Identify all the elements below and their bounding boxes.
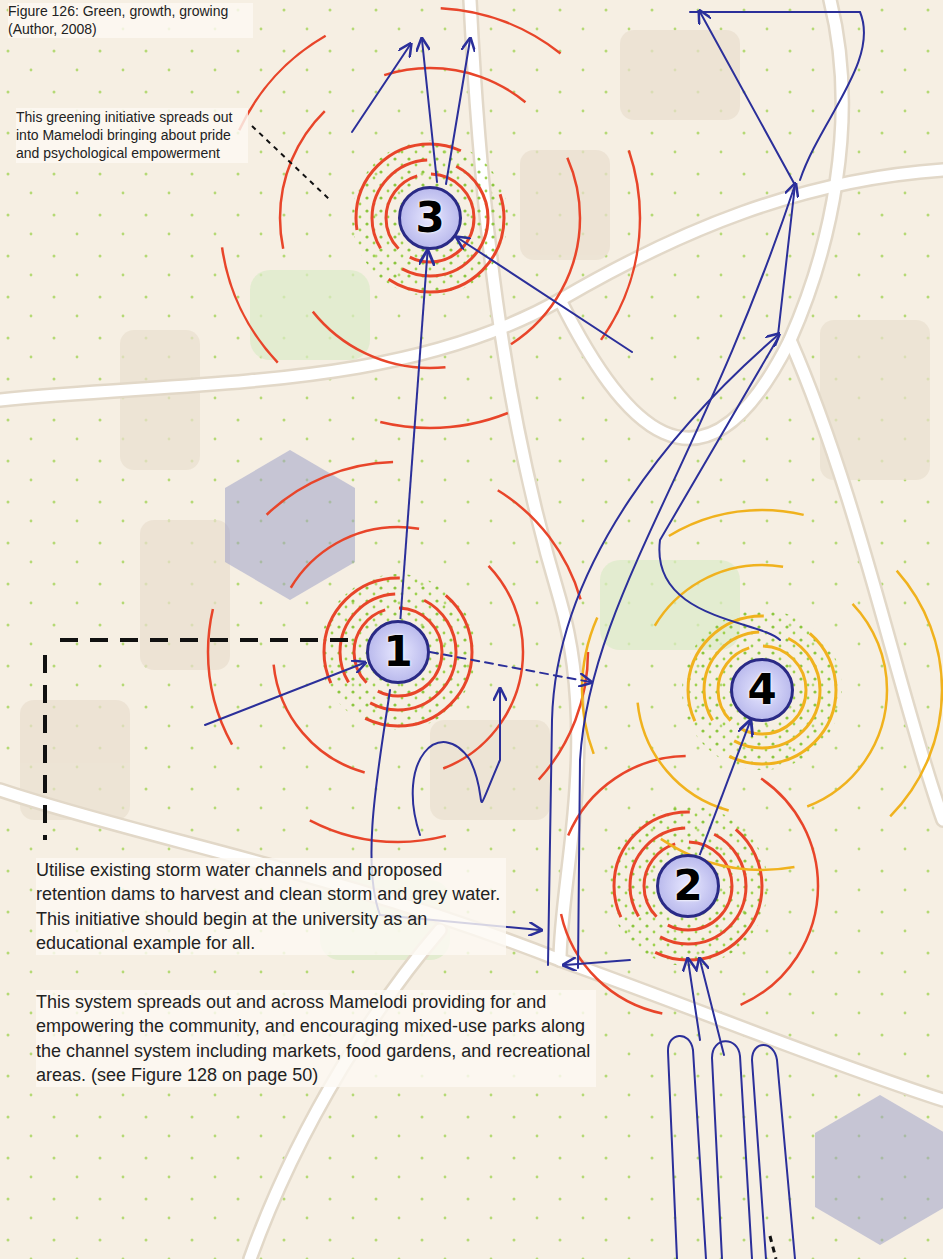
figure-caption: Figure 126: Green, growth, growing (Auth… [8, 3, 253, 38]
numbered-circle: 2 [656, 854, 720, 918]
annotation-note: This system spreads out and across Mamel… [36, 990, 596, 1087]
numbered-circle: 3 [398, 186, 462, 250]
callout-number: 2 [673, 865, 702, 907]
flow-arrow [700, 721, 751, 855]
callout-number: 1 [383, 631, 412, 673]
flow-arrow [400, 251, 427, 619]
numbered-circle: 1 [366, 620, 430, 684]
callout-number: 4 [747, 669, 776, 711]
annotation-note: This greening initiative spreads out int… [16, 108, 248, 163]
numbered-circle: 4 [730, 658, 794, 722]
callout-number: 3 [415, 197, 444, 239]
annotation-note: Utilise existing storm water channels an… [36, 858, 506, 955]
